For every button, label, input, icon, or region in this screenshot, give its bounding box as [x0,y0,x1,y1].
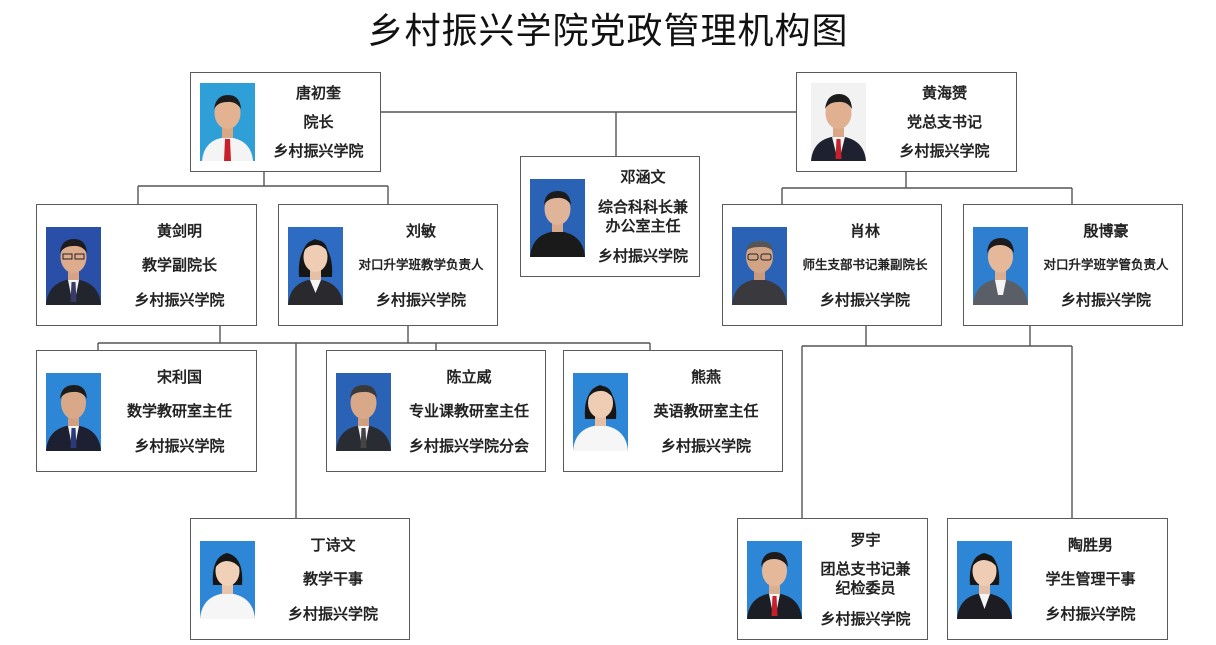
person-org: 乡村振兴学院 [899,142,990,160]
person-name: 陈立威 [446,367,492,386]
portrait-photo [973,227,1028,305]
person-role: 党总支书记 [906,113,982,131]
person-role: 英语教研室主任 [653,402,759,420]
person-role: 教学副院长 [141,256,217,274]
person-org: 乡村振兴学院 [287,604,378,623]
person-card-song[interactable]: 宋利国 数学教研室主任 乡村振兴学院 [36,350,257,472]
portrait-photo [957,541,1012,619]
person-card-yin[interactable]: 殷博豪 对口升学班学管负责人 乡村振兴学院 [963,204,1183,326]
person-role: 数学教研室主任 [126,402,232,420]
person-org: 乡村振兴学院 [134,436,225,455]
person-name: 黄海赟 [921,84,967,102]
person-name: 丁诗文 [310,535,356,554]
person-org: 乡村振兴学院分会 [408,436,529,455]
person-card-tao[interactable]: 陶胜男 学生管理干事 乡村振兴学院 [947,518,1168,640]
person-name: 罗宇 [850,530,881,549]
person-name: 陶胜男 [1067,535,1113,554]
person-name: 殷博豪 [1083,221,1129,240]
person-role: 学生管理干事 [1045,570,1136,588]
person-role: 团总支书记兼 纪检委员 [820,560,911,597]
person-role: 教学干事 [302,570,363,588]
person-name: 邓涵文 [620,168,666,187]
portrait-photo [811,83,866,161]
person-name: 黄剑明 [156,221,202,240]
portrait-photo [200,541,255,619]
portrait-photo [732,227,787,305]
person-role: 院长 [303,113,334,131]
person-role: 专业课教研室主任 [408,402,529,420]
person-role: 师生支部书记兼副院长 [802,257,928,272]
person-org: 乡村振兴学院 [660,436,751,455]
person-role: 对口升学班教学负责人 [358,257,484,272]
portrait-photo [747,541,802,619]
person-card-deng[interactable]: 邓涵文 综合科科长兼 办公室主任 乡村振兴学院 [520,156,700,277]
person-org: 乡村振兴学院 [1060,290,1151,309]
person-card-tang[interactable]: 唐初奎 院长 乡村振兴学院 [190,72,381,172]
person-org: 乡村振兴学院 [1045,604,1136,623]
person-org: 乡村振兴学院 [273,142,364,160]
person-card-luo[interactable]: 罗宇 团总支书记兼 纪检委员 乡村振兴学院 [737,518,928,640]
portrait-photo [530,179,585,257]
portrait-photo [288,227,343,305]
person-card-ding[interactable]: 丁诗文 教学干事 乡村振兴学院 [190,518,410,640]
portrait-photo [336,373,391,451]
person-name: 肖林 [849,221,880,240]
person-org: 乡村振兴学院 [134,290,225,309]
person-card-liu[interactable]: 刘敏 对口升学班教学负责人 乡村振兴学院 [278,204,498,326]
portrait-photo [573,373,628,451]
person-name: 熊燕 [690,367,721,386]
person-role: 对口升学班学管负责人 [1043,257,1169,272]
person-card-chen[interactable]: 陈立威 专业课教研室主任 乡村振兴学院分会 [326,350,546,472]
person-org: 乡村振兴学院 [597,246,688,265]
person-org: 乡村振兴学院 [820,609,911,628]
page-title: 乡村振兴学院党政管理机构图 [367,11,849,52]
person-card-huang-haiyun[interactable]: 黄海赟 党总支书记 乡村振兴学院 [796,72,1017,172]
portrait-photo [200,83,255,161]
person-card-xiong[interactable]: 熊燕 英语教研室主任 乡村振兴学院 [563,350,783,472]
person-org: 乡村振兴学院 [375,290,466,309]
person-org: 乡村振兴学院 [819,290,910,309]
portrait-photo [46,373,101,451]
person-card-xiao[interactable]: 肖林 师生支部书记兼副院长 乡村振兴学院 [722,204,942,326]
person-card-huang-jianming[interactable]: 黄剑明 教学副院长 乡村振兴学院 [36,204,257,326]
person-name: 刘敏 [405,221,436,240]
person-name: 唐初奎 [295,84,341,102]
portrait-photo [46,227,101,305]
person-name: 宋利国 [156,367,202,386]
person-role: 综合科科长兼 办公室主任 [597,197,688,235]
